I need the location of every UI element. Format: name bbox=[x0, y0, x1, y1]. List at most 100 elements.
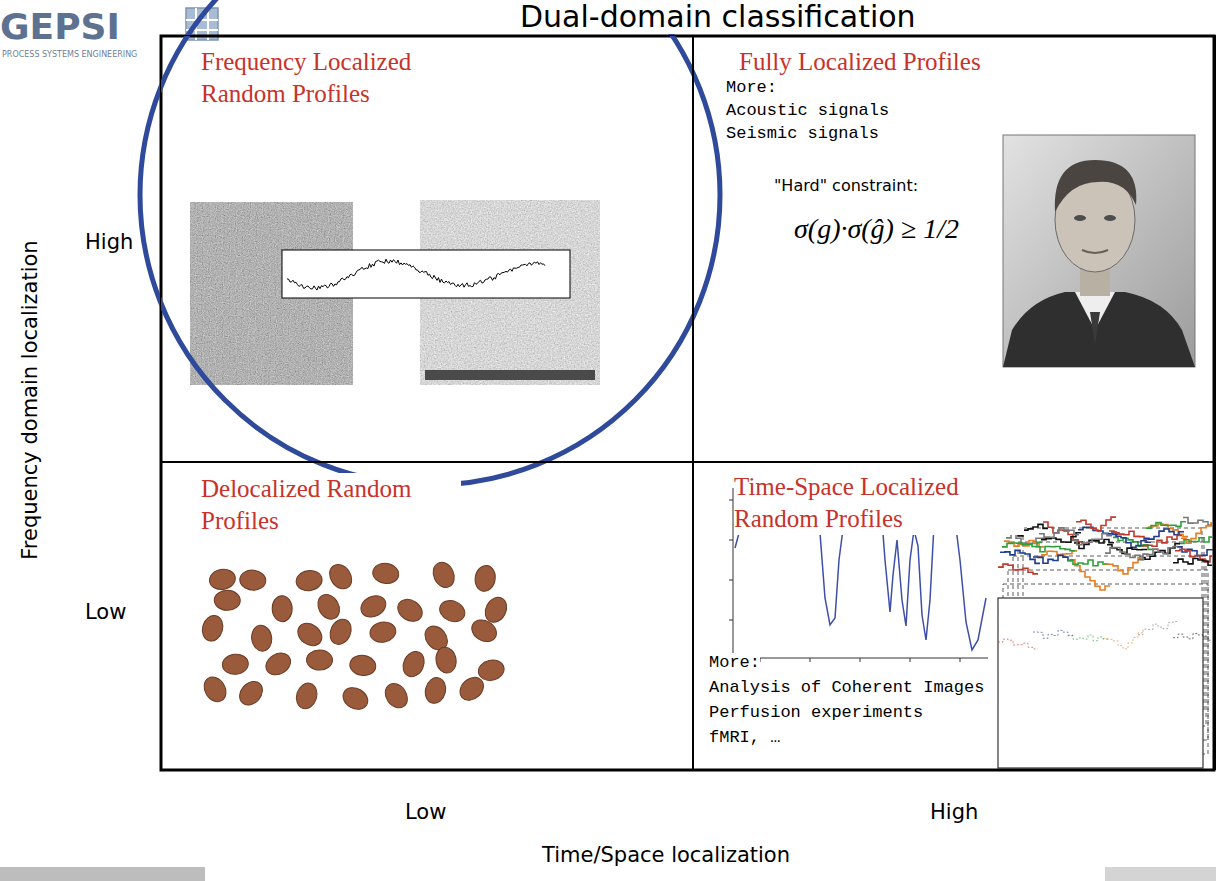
seed bbox=[436, 597, 468, 625]
logo-text: GEPSI bbox=[0, 6, 120, 47]
random-walk bbox=[998, 639, 1038, 649]
quadrant-cell: Fully Localized ProfilesMore: Acoustic si… bbox=[693, 35, 1216, 462]
quadrant-note: "Hard" constraint: bbox=[774, 176, 918, 196]
seed bbox=[314, 591, 344, 623]
seed bbox=[394, 595, 427, 626]
quadrant-note: Acoustic signals bbox=[726, 101, 889, 121]
seed bbox=[306, 650, 332, 670]
seed bbox=[221, 653, 249, 675]
illustration-part bbox=[960, 658, 961, 662]
random-walk bbox=[1068, 560, 1108, 566]
illustration-part bbox=[729, 540, 733, 541]
illustration-part bbox=[1074, 215, 1086, 221]
illustration-part bbox=[1104, 215, 1116, 221]
seed bbox=[371, 562, 400, 586]
quadrant-note: Perfusion experiments bbox=[709, 703, 923, 723]
quadrant-note: More: bbox=[726, 78, 777, 98]
seed bbox=[429, 559, 458, 591]
seed bbox=[423, 675, 449, 705]
stacked-profiles bbox=[998, 517, 1212, 768]
scale-strip bbox=[425, 370, 595, 380]
random-walk bbox=[1177, 547, 1212, 556]
seed bbox=[339, 683, 371, 713]
axis-title: Time/Space localization bbox=[542, 843, 790, 867]
quadrant-note: Analysis of Coherent Images bbox=[709, 678, 984, 698]
seed bbox=[325, 560, 356, 593]
seed bbox=[295, 569, 324, 593]
seed bbox=[239, 569, 267, 591]
illustration-part bbox=[729, 620, 733, 621]
seed bbox=[473, 564, 497, 593]
seed bbox=[455, 673, 488, 705]
seed bbox=[272, 595, 293, 622]
random-walk bbox=[1103, 558, 1143, 574]
highlight-circle bbox=[140, 0, 720, 485]
quadrant-note: More: bbox=[709, 653, 760, 673]
random-walk bbox=[1035, 546, 1075, 551]
seed bbox=[200, 673, 231, 706]
seed bbox=[235, 677, 267, 710]
footer-bar bbox=[1105, 867, 1216, 881]
random-walk bbox=[1173, 633, 1212, 640]
random-walk bbox=[1103, 633, 1143, 649]
random-walk bbox=[1039, 528, 1079, 537]
profile-layer bbox=[998, 598, 1203, 768]
axis-title: Frequency domain localization bbox=[18, 240, 42, 559]
slide-title: Dual-domain classification bbox=[520, 0, 916, 34]
illustration-part bbox=[860, 658, 861, 662]
random-walk bbox=[1068, 635, 1108, 641]
quadrant-heading: Fully Localized Profiles bbox=[739, 46, 1119, 78]
grid-frame bbox=[161, 36, 1214, 770]
illustration-part bbox=[1055, 160, 1137, 212]
illustration-part bbox=[910, 658, 911, 662]
random-walk bbox=[1138, 547, 1178, 560]
illustration-part bbox=[1082, 250, 1108, 253]
quadrant-heading: Time-Space Localized Random Profiles bbox=[734, 471, 1024, 535]
seed bbox=[326, 616, 355, 648]
illustration-part bbox=[810, 658, 811, 662]
seed bbox=[368, 620, 397, 644]
seed bbox=[434, 646, 458, 675]
seed bbox=[399, 648, 428, 680]
random-walk bbox=[1107, 545, 1147, 554]
random-walk bbox=[1033, 630, 1073, 638]
quadrant-note: fMRI, … bbox=[709, 728, 780, 748]
illustration-part bbox=[1003, 135, 1195, 367]
random-walk bbox=[1076, 517, 1116, 530]
random-walk bbox=[1144, 529, 1184, 539]
random-walk bbox=[1142, 535, 1182, 546]
quadrant-note: Seismic signals bbox=[726, 124, 879, 144]
seed bbox=[262, 649, 295, 679]
illustration-part bbox=[729, 580, 733, 581]
seed-photo bbox=[199, 559, 510, 714]
signal-plot bbox=[287, 259, 545, 290]
axis-tick: High bbox=[930, 800, 978, 824]
signal-frame bbox=[282, 250, 570, 298]
seed bbox=[293, 619, 326, 651]
seed bbox=[468, 616, 501, 646]
quadrant-heading: Delocalized Random Profiles bbox=[201, 473, 461, 537]
quadrant-note: σ(g)·σ(ĝ) ≥ 1/2 bbox=[794, 212, 959, 246]
axis-tick: High bbox=[85, 230, 133, 254]
random-walk bbox=[1173, 558, 1212, 565]
random-walk bbox=[1183, 518, 1212, 525]
seed bbox=[348, 654, 377, 678]
axis-tick: Low bbox=[85, 600, 126, 624]
random-walk bbox=[1146, 522, 1186, 528]
random-walk bbox=[1033, 555, 1073, 563]
illustration-part bbox=[729, 500, 733, 501]
axis-tick: Low bbox=[405, 800, 446, 824]
seed bbox=[214, 590, 240, 611]
seed bbox=[199, 613, 225, 643]
random-walk bbox=[1179, 537, 1212, 543]
seed bbox=[293, 681, 320, 712]
quadrant-cell: Frequency Localized Random Profiles bbox=[160, 35, 693, 462]
seed bbox=[250, 624, 273, 653]
logo-subtitle: PROCESS SYSTEMS ENGINEERING bbox=[2, 50, 137, 59]
illustration-part bbox=[1003, 292, 1195, 367]
seed bbox=[357, 592, 389, 622]
signal-line bbox=[287, 259, 545, 290]
random-walk bbox=[998, 564, 1038, 574]
